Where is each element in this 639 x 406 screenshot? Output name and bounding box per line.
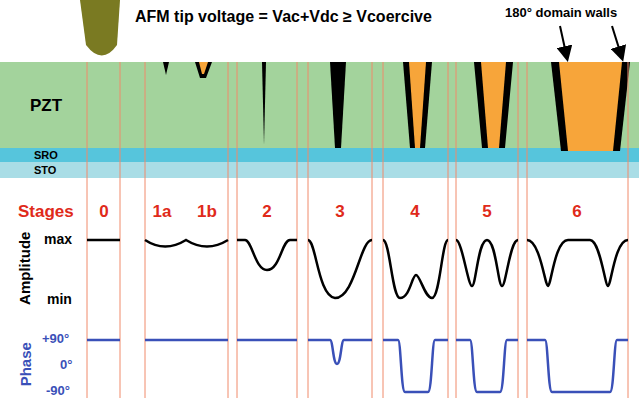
stage-dividers bbox=[87, 62, 628, 398]
stage-number: 1a bbox=[153, 203, 172, 222]
layer-band: SRO bbox=[0, 148, 639, 162]
pzt-layer bbox=[0, 62, 639, 148]
stage-divider bbox=[448, 62, 449, 398]
stage-divider bbox=[383, 62, 384, 398]
stage-number: 1b bbox=[197, 203, 217, 222]
stage-number: 2 bbox=[262, 203, 271, 222]
axis-title: Phase bbox=[18, 342, 35, 386]
axis-tick: 0° bbox=[60, 358, 72, 372]
switched-domains bbox=[199, 62, 622, 151]
voltage-title: AFM tip voltage = Vac+Vdc ≥ Vcoercive bbox=[135, 8, 432, 26]
sto-layer bbox=[0, 162, 639, 178]
stage-number: 0 bbox=[99, 203, 108, 222]
stage-divider bbox=[518, 62, 519, 398]
stage-divider bbox=[372, 62, 373, 398]
axis-tick: max bbox=[44, 232, 72, 247]
stage-number: 6 bbox=[572, 203, 581, 222]
stage-divider bbox=[145, 62, 146, 398]
axis-tick: +90° bbox=[42, 332, 69, 346]
phase-curves bbox=[87, 340, 628, 392]
stage-divider bbox=[120, 62, 121, 398]
wall-callout: 180° domain walls bbox=[505, 6, 617, 20]
layer-name: SRO bbox=[34, 150, 58, 161]
wall-pointers bbox=[560, 26, 622, 58]
stage-divider bbox=[527, 62, 528, 398]
stage-divider bbox=[228, 62, 229, 398]
layer-band: PZT bbox=[0, 62, 639, 148]
stage-divider bbox=[297, 62, 298, 398]
layer-name: STO bbox=[34, 165, 56, 176]
stage-divider bbox=[456, 62, 457, 398]
stage-number: 5 bbox=[482, 203, 491, 222]
axis-title: Amplitude bbox=[18, 231, 35, 304]
domain-walls bbox=[163, 62, 630, 151]
axis-tick: min bbox=[47, 292, 72, 307]
stage-divider bbox=[308, 62, 309, 398]
stage-number: 4 bbox=[410, 203, 419, 222]
stage-divider bbox=[87, 62, 88, 398]
stage-number: 3 bbox=[335, 203, 344, 222]
sro-layer bbox=[0, 148, 639, 162]
afm-tip bbox=[80, 0, 120, 56]
axis-tick: -90° bbox=[46, 384, 70, 398]
amplitude-curves bbox=[87, 240, 628, 298]
layer-name: PZT bbox=[30, 97, 62, 114]
row-heading: Stages bbox=[18, 203, 74, 222]
stage-divider bbox=[237, 62, 238, 398]
layer-band: STO bbox=[0, 162, 639, 178]
stage-divider bbox=[628, 62, 629, 398]
